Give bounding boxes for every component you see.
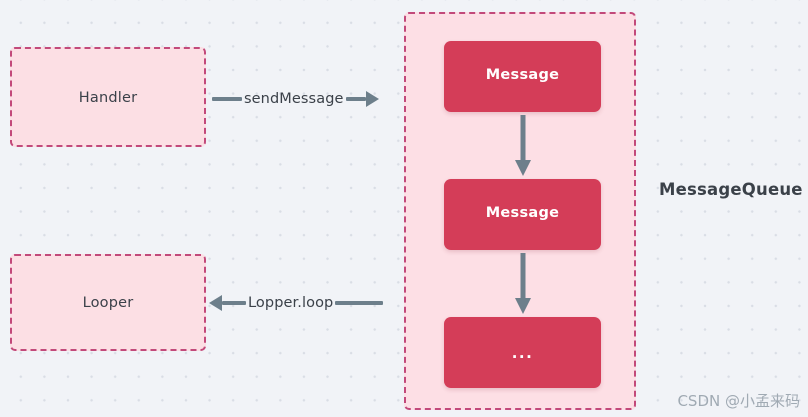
queue-item-message-3[interactable]: ...: [444, 317, 601, 388]
queue-item-message-2[interactable]: Message: [444, 179, 601, 250]
connector-send-message: sendMessage: [212, 88, 379, 110]
arrow-right-icon: [365, 91, 379, 107]
watermark: CSDN @小孟来码: [677, 392, 800, 410]
connector-looper-loop: Lopper.loop: [209, 292, 384, 314]
node-handler-label: Handler: [78, 90, 138, 106]
connector-line-segment: [335, 301, 384, 305]
arrow-down-icon: [515, 253, 531, 314]
queue-item-message-1[interactable]: Message: [444, 41, 601, 112]
queue-item-label: ...: [511, 344, 534, 362]
arrow-down-icon: [515, 115, 531, 176]
node-handler[interactable]: Handler: [10, 47, 206, 147]
connector-looper-loop-label: Lopper.loop: [248, 295, 334, 311]
queue-item-label: Message: [485, 67, 560, 83]
connector-send-message-label: sendMessage: [244, 91, 344, 107]
arrow-left-icon: [209, 295, 222, 311]
connector-line-segment: [212, 97, 242, 101]
connector-line-segment: [222, 301, 246, 305]
message-queue-title: MessageQueue: [659, 180, 803, 199]
node-looper-label: Looper: [82, 295, 134, 311]
connector-line-segment: [345, 97, 366, 101]
node-looper[interactable]: Looper: [10, 254, 206, 351]
queue-item-label: Message: [485, 205, 560, 221]
node-message-queue[interactable]: Message Message ...: [404, 12, 636, 410]
